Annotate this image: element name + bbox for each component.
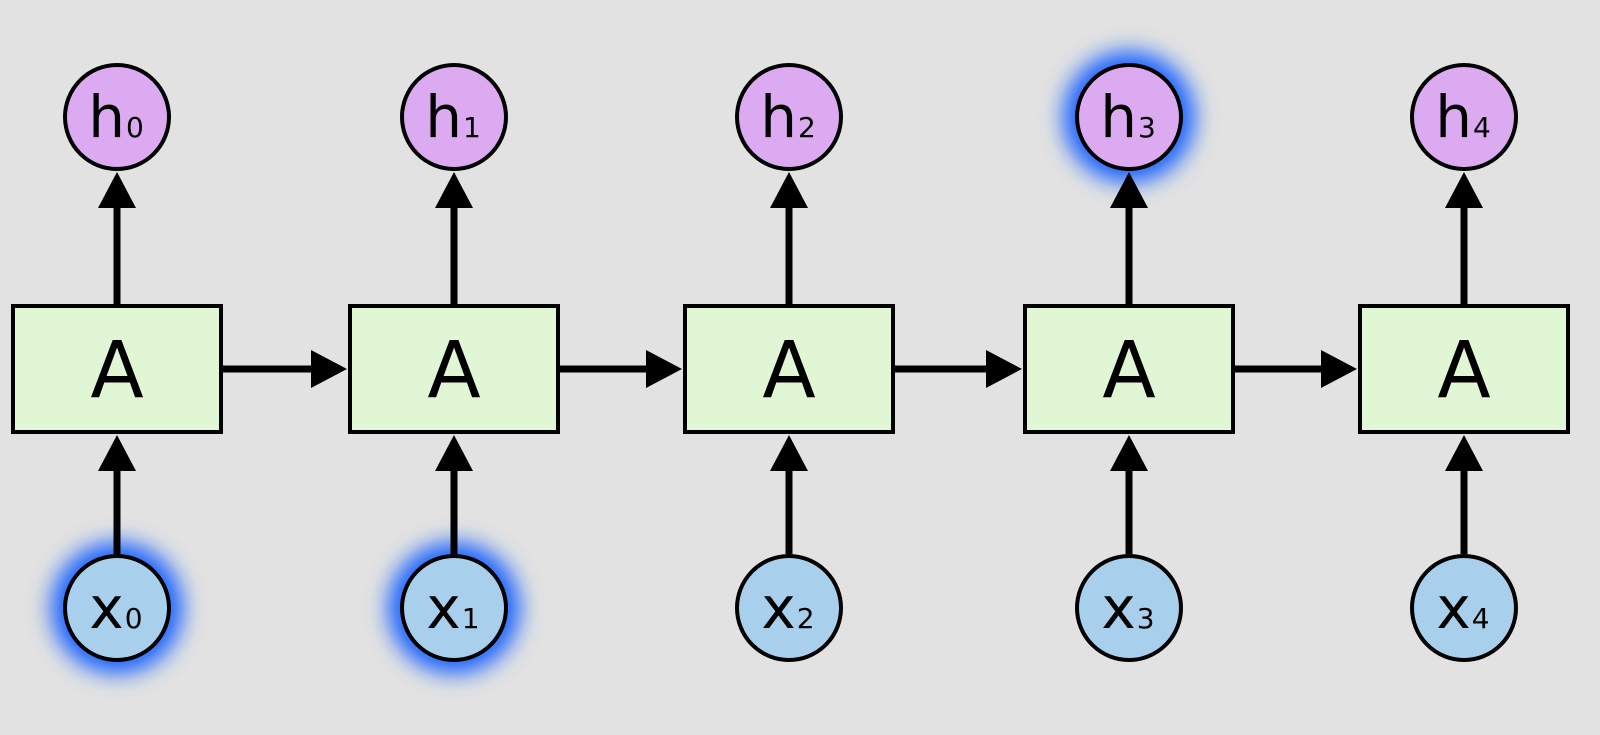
rnn-cell-label: A (762, 326, 815, 416)
output-arrow-2 (770, 172, 808, 304)
rnn-cell-label: A (1102, 326, 1155, 416)
rnn-cell-0: A (11, 304, 223, 434)
output-node-h0-index: 0 (126, 111, 144, 144)
output-node-h2: h2 (735, 63, 843, 171)
input-arrow-4 (1445, 435, 1483, 554)
input-node-x3: x3 (1075, 554, 1183, 662)
output-node-h1: h1 (400, 63, 508, 171)
input-node-x1-letter: x (426, 574, 460, 642)
input-node-x2-letter: x (761, 574, 795, 642)
input-node-x2-label: x2 (761, 574, 814, 642)
output-node-h1-index: 1 (463, 111, 481, 144)
output-node-h2-letter: h (760, 83, 797, 151)
output-arrow-1 (435, 172, 473, 304)
input-node-x1-label: x1 (426, 574, 479, 642)
input-arrow-2 (770, 435, 808, 554)
output-node-h0-label: h0 (88, 83, 144, 151)
input-node-x3-letter: x (1101, 574, 1135, 642)
output-node-h4-index: 4 (1473, 111, 1491, 144)
input-node-x0-label: x0 (89, 574, 142, 642)
input-node-x4-letter: x (1436, 574, 1470, 642)
input-node-x3-label: x3 (1101, 574, 1154, 642)
input-node-x0: x0 (63, 554, 171, 662)
input-node-x4-label: x4 (1436, 574, 1489, 642)
output-arrow-3 (1110, 172, 1148, 304)
rnn-cell-1: A (348, 304, 560, 434)
output-node-h3-label: h3 (1100, 83, 1156, 151)
output-node-h4-label: h4 (1435, 83, 1491, 151)
input-node-x3-index: 3 (1137, 602, 1155, 635)
output-node-h1-label: h1 (425, 83, 481, 151)
input-arrow-3 (1110, 435, 1148, 554)
input-node-x0-letter: x (89, 574, 123, 642)
rnn-cell-label: A (90, 326, 143, 416)
input-node-x4-index: 4 (1472, 602, 1490, 635)
output-node-h0: h0 (63, 63, 171, 171)
input-arrow-0 (98, 435, 136, 554)
input-arrow-1 (435, 435, 473, 554)
rnn-cell-label: A (427, 326, 480, 416)
input-node-x1: x1 (400, 554, 508, 662)
input-node-x4: x4 (1410, 554, 1518, 662)
output-node-h2-label: h2 (760, 83, 816, 151)
recurrent-arrow-1 (560, 350, 682, 388)
output-node-h3: h3 (1075, 63, 1183, 171)
rnn-cell-4: A (1358, 304, 1570, 434)
rnn-cell-2: A (683, 304, 895, 434)
output-node-h3-index: 3 (1138, 111, 1156, 144)
rnn-cell-label: A (1437, 326, 1490, 416)
rnn-cell-3: A (1023, 304, 1235, 434)
output-node-h1-letter: h (425, 83, 462, 151)
recurrent-arrow-0 (223, 350, 347, 388)
input-node-x1-index: 1 (462, 602, 480, 635)
output-node-h0-letter: h (88, 83, 125, 151)
output-node-h3-letter: h (1100, 83, 1137, 151)
input-node-x2-index: 2 (797, 602, 815, 635)
output-node-h4: h4 (1410, 63, 1518, 171)
output-arrow-4 (1445, 172, 1483, 304)
recurrent-arrow-2 (895, 350, 1022, 388)
output-node-h4-letter: h (1435, 83, 1472, 151)
output-node-h2-index: 2 (798, 111, 816, 144)
input-node-x0-index: 0 (125, 602, 143, 635)
input-node-x2: x2 (735, 554, 843, 662)
output-arrow-0 (98, 172, 136, 304)
recurrent-arrow-3 (1235, 350, 1357, 388)
